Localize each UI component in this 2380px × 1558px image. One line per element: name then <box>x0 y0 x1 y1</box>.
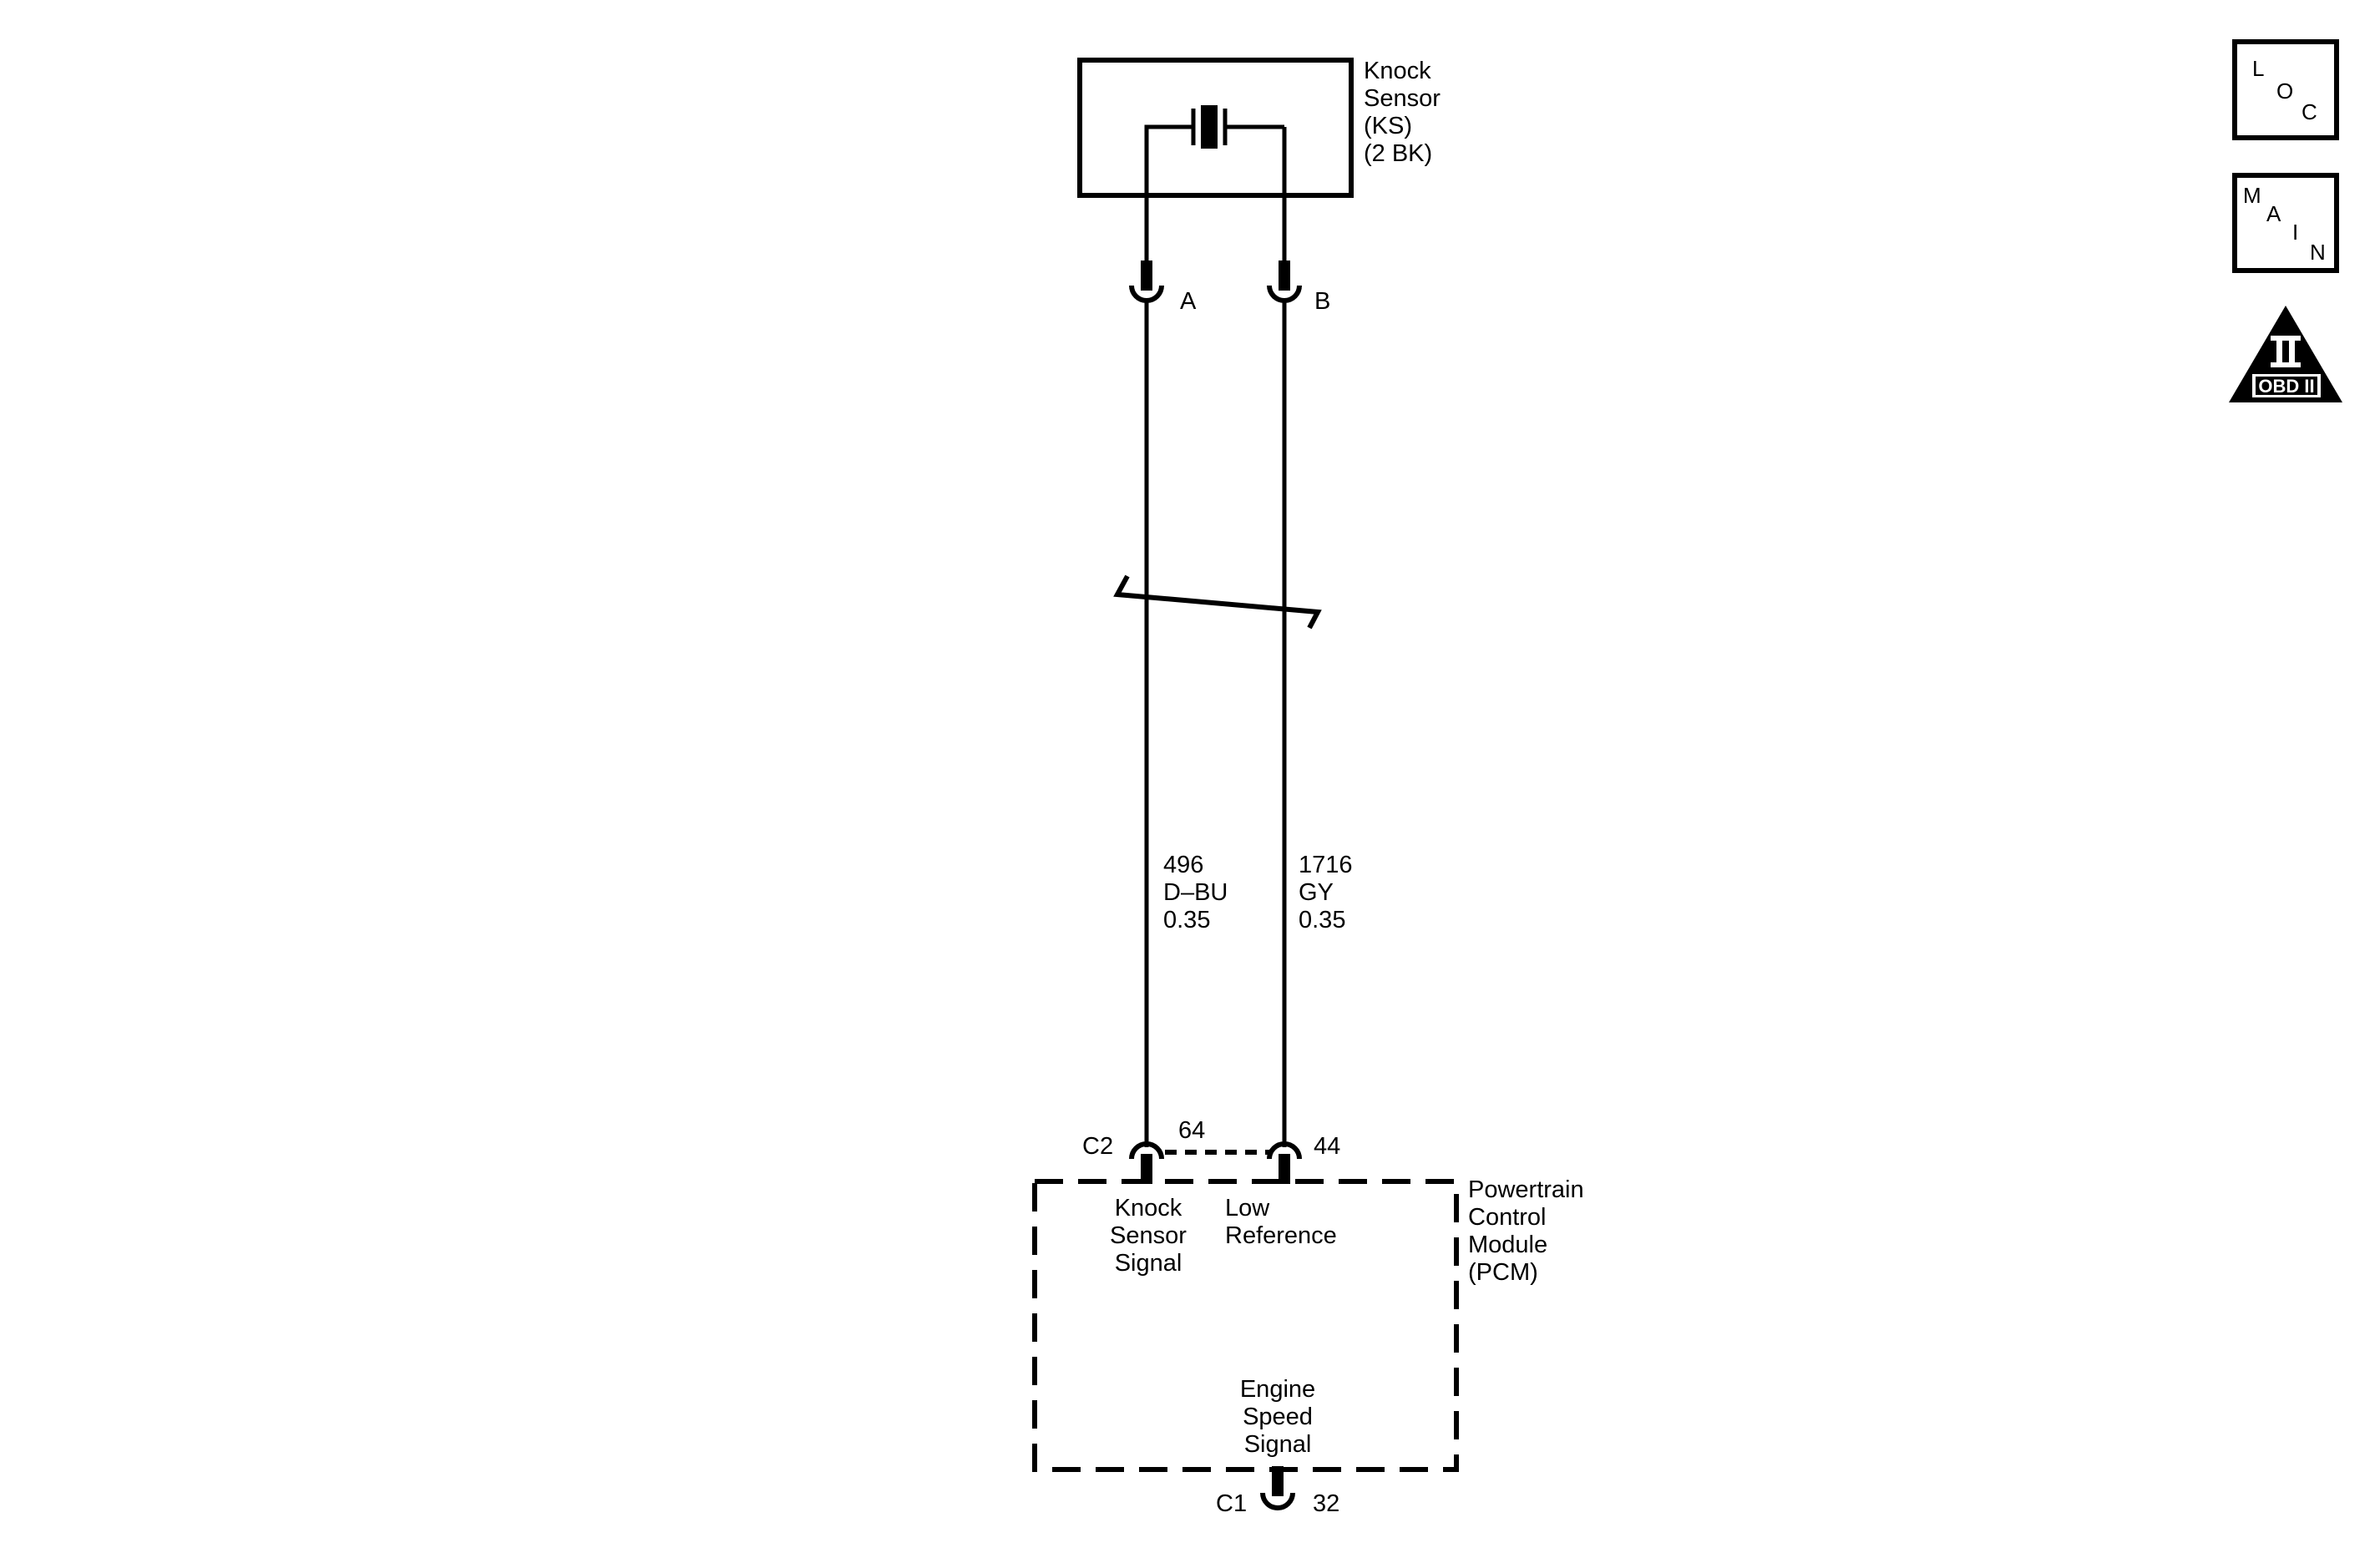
twisted-pair-mark <box>1113 574 1322 630</box>
ks-signal-label-3: Signal <box>1115 1250 1182 1277</box>
pcm-module: Powertrain Control Module (PCM) Knock Se… <box>1032 1176 1584 1472</box>
knock-sensor-label-2: Sensor <box>1364 85 1441 112</box>
c2-pin-44-label: 44 <box>1314 1133 1340 1160</box>
c1-pin-32-label: 32 <box>1313 1490 1339 1517</box>
connector-b: B <box>1267 261 1330 315</box>
loc-letter-l: L <box>2252 56 2264 81</box>
pcm-label-4: (PCM) <box>1468 1259 1538 1286</box>
knock-sensor-label-1: Knock <box>1364 58 1431 84</box>
c1-pin-32-cup-icon <box>1260 1492 1295 1510</box>
wire-right-size: 0.35 <box>1299 907 1345 933</box>
ks-signal-label-1: Knock <box>1115 1195 1182 1222</box>
pcm-c2-connector: C2 64 44 <box>1082 1117 1340 1184</box>
main-letter-m: M <box>2243 183 2261 208</box>
ks-lead-a <box>1144 124 1155 263</box>
wire-left-circuit: 496 <box>1163 852 1203 878</box>
pcm-label-3: Module <box>1468 1232 1547 1258</box>
piezo-element-icon <box>1155 105 1284 149</box>
connector-a-label: A <box>1180 288 1197 315</box>
obd-ii-icon[interactable]: OBD II <box>2229 306 2342 402</box>
c2-label: C2 <box>1082 1133 1113 1160</box>
obd-ii-label: OBD II <box>2258 376 2314 397</box>
pcm-c1-connector: C1 32 <box>1216 1466 1339 1517</box>
low-ref-label-1: Low <box>1225 1195 1270 1222</box>
ks-signal-label-2: Sensor <box>1110 1222 1187 1249</box>
wire-right-circuit: 1716 <box>1299 852 1353 878</box>
knock-sensor-box <box>1077 58 1354 198</box>
low-ref-label-2: Reference <box>1225 1222 1337 1249</box>
connector-a: A <box>1129 261 1197 315</box>
pcm-label-1: Powertrain <box>1468 1176 1584 1203</box>
connector-b-label: B <box>1314 288 1330 315</box>
c2-pin-64-label: 64 <box>1178 1117 1205 1144</box>
knock-sensor: Knock Sensor (KS) (2 BK) <box>1077 58 1441 263</box>
knock-sensor-label-3: (KS) <box>1364 113 1412 139</box>
c2-pin-64-cup-icon <box>1129 1141 1164 1160</box>
pcm-box <box>1032 1179 1459 1472</box>
c2-pin-44-cup-icon <box>1267 1141 1302 1160</box>
loc-letter-o: O <box>2276 78 2293 104</box>
loc-letter-c: C <box>2302 99 2317 124</box>
wire-left-color: D–BU <box>1163 879 1228 906</box>
wire-right-color: GY <box>1299 879 1334 906</box>
pcm-label-2: Control <box>1468 1204 1547 1231</box>
main-icon[interactable]: M A I N <box>2232 173 2339 273</box>
main-letter-i: I <box>2292 220 2298 245</box>
main-letter-a: A <box>2266 201 2281 226</box>
wire-label-left: 496 D–BU 0.35 <box>1163 852 1228 933</box>
main-letter-n: N <box>2310 240 2326 265</box>
wire-left-size: 0.35 <box>1163 907 1210 933</box>
knock-sensor-label-4: (2 BK) <box>1364 140 1432 167</box>
wire-label-right: 1716 GY 0.35 <box>1299 852 1353 933</box>
c1-label: C1 <box>1216 1490 1247 1517</box>
engine-speed-label-2: Speed <box>1243 1404 1313 1430</box>
loc-icon[interactable]: L O C <box>2232 39 2339 140</box>
engine-speed-label-1: Engine <box>1240 1376 1315 1403</box>
engine-speed-label-3: Signal <box>1244 1431 1312 1458</box>
